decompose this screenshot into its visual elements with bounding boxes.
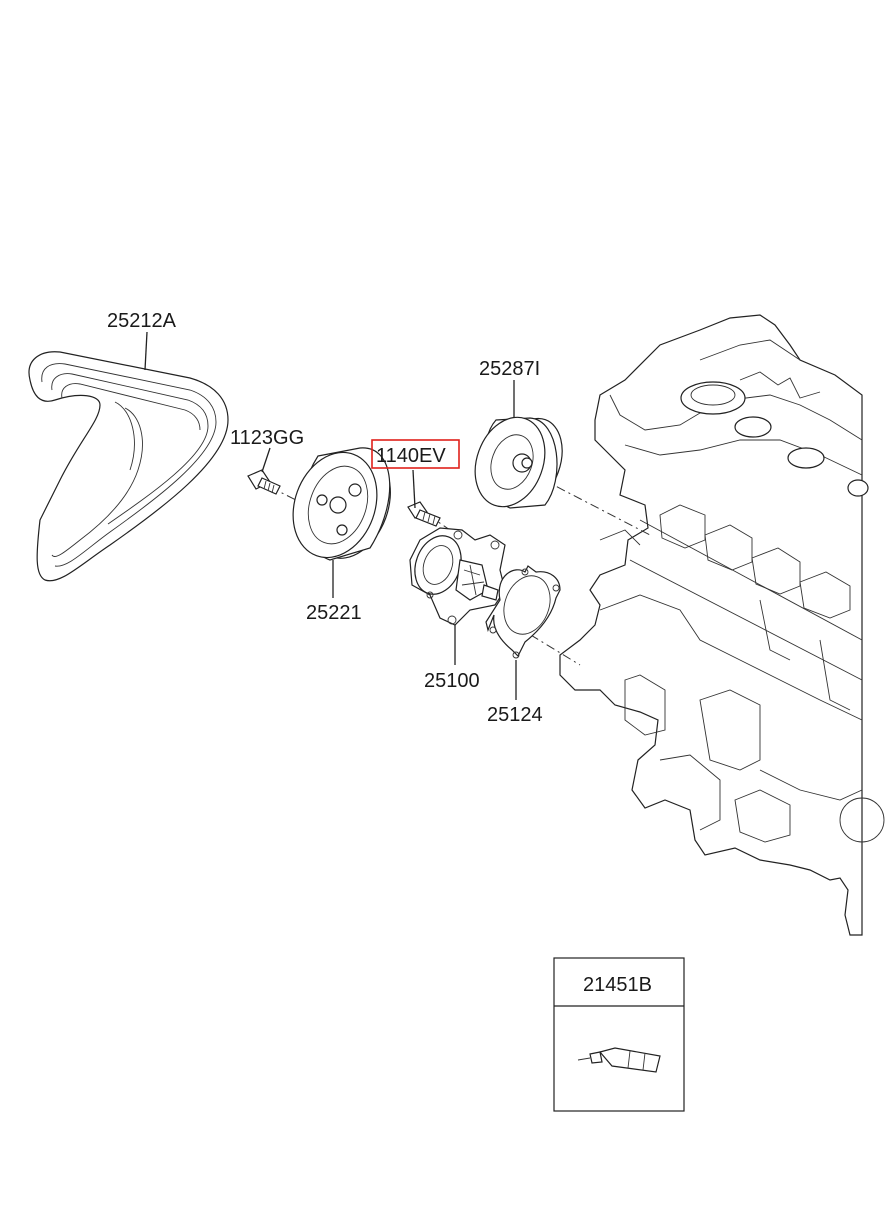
sealant-tube-icon (577, 1047, 661, 1073)
drive-belt (28, 351, 229, 582)
idler-pulley (474, 416, 563, 509)
label-pump: 25100 (424, 670, 480, 692)
bolt-1140ev (407, 501, 441, 527)
label-gasket: 25124 (487, 704, 543, 726)
water-pump-pulley (292, 447, 391, 561)
highlight-box (371, 439, 460, 469)
engine-block (559, 314, 885, 936)
part-labels: 25212A 1123GG 1140EV 25287I 25221 25100 … (107, 310, 543, 726)
leader-lines (144, 331, 517, 700)
label-pulley: 25221 (306, 602, 362, 624)
bolt-1123gg (247, 469, 281, 495)
label-belt: 25212A (107, 310, 177, 332)
water-pump (409, 527, 506, 626)
inset-box: 21451B (553, 957, 685, 1112)
gasket (485, 565, 561, 659)
label-bolt-a: 1123GG (230, 427, 304, 449)
label-bolt-b: 1140EV (376, 445, 446, 467)
label-idler: 25287I (479, 358, 540, 380)
label-inset: 21451B (583, 974, 652, 996)
